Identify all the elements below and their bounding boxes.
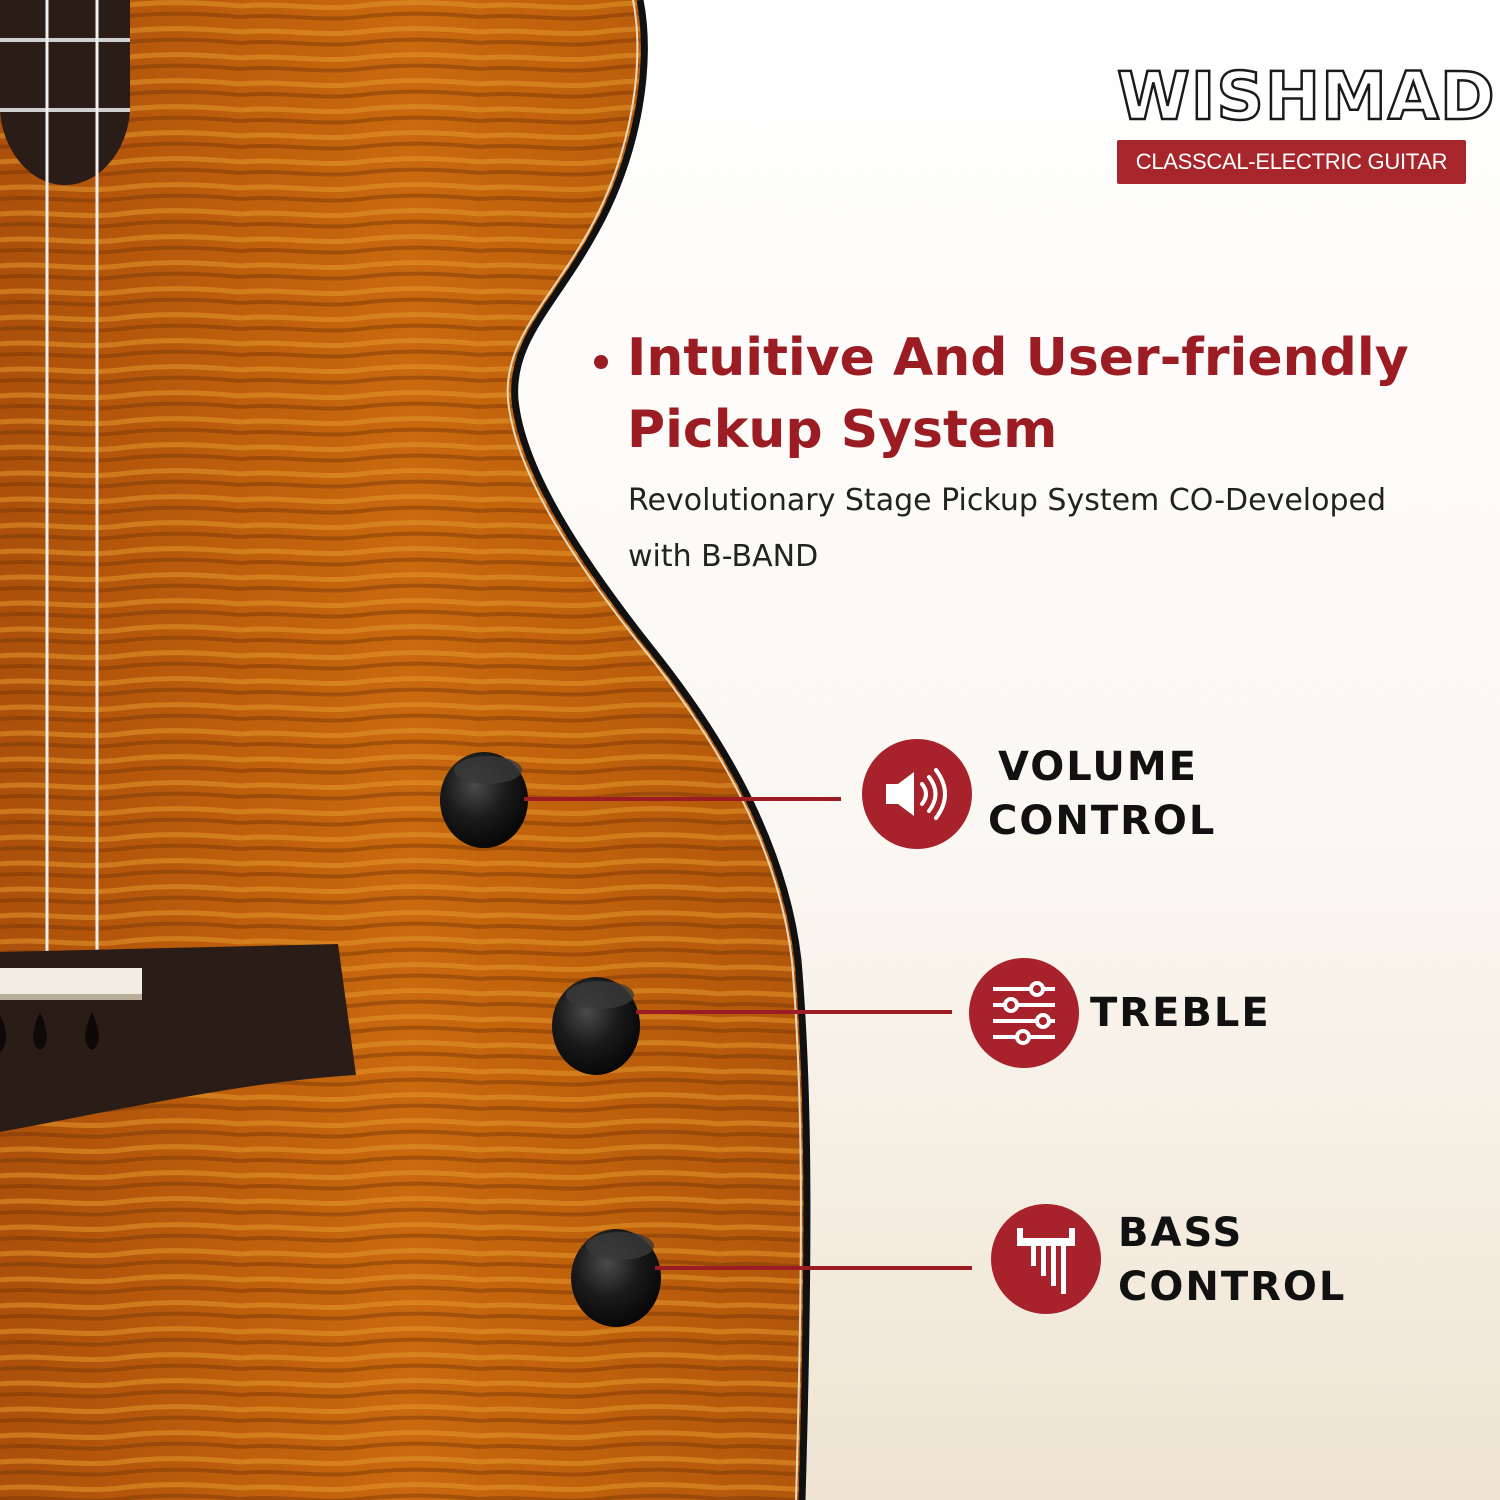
speaker-volume-icon bbox=[862, 739, 972, 849]
subheading-line-2: with B-BAND bbox=[628, 539, 819, 574]
subheading-line-1: Revolutionary Stage Pickup System CO-Dev… bbox=[628, 483, 1387, 518]
bass-control-label: BASS CONTROL bbox=[1118, 1206, 1346, 1314]
treble-knob bbox=[552, 977, 640, 1075]
volume-label-line-2: CONTROL bbox=[988, 798, 1217, 844]
fingerboard bbox=[0, 0, 130, 185]
bass-comb-icon bbox=[991, 1204, 1101, 1314]
brand-logo: WISHMADE bbox=[1116, 58, 1500, 135]
headline: Intuitive And User-friendly Pickup Syste… bbox=[627, 322, 1467, 466]
brand-block: WISHMADE CLASSCAL-ELECTRIC GUITAR bbox=[1116, 58, 1500, 184]
headline-line-1: Intuitive And User-friendly bbox=[627, 328, 1409, 388]
equalizer-sliders-icon bbox=[969, 958, 1079, 1068]
treble-label: TREBLE bbox=[1090, 986, 1271, 1040]
bass-knob bbox=[571, 1229, 661, 1327]
headline-line-2: Pickup System bbox=[627, 400, 1058, 460]
volume-control-label: VOLUME CONTROL bbox=[988, 740, 1217, 848]
bass-label-line-2: CONTROL bbox=[1118, 1264, 1347, 1310]
brand-tagline: CLASSCAL-ELECTRIC GUITAR bbox=[1117, 140, 1466, 184]
subheading: Revolutionary Stage Pickup System CO-Dev… bbox=[628, 473, 1448, 585]
bass-label-line-1: BASS bbox=[1118, 1210, 1244, 1256]
headline-bullet bbox=[594, 355, 608, 369]
volume-knob bbox=[440, 752, 528, 848]
volume-label-line-1: VOLUME bbox=[998, 744, 1198, 790]
treble-label-line-1: TREBLE bbox=[1090, 990, 1271, 1036]
